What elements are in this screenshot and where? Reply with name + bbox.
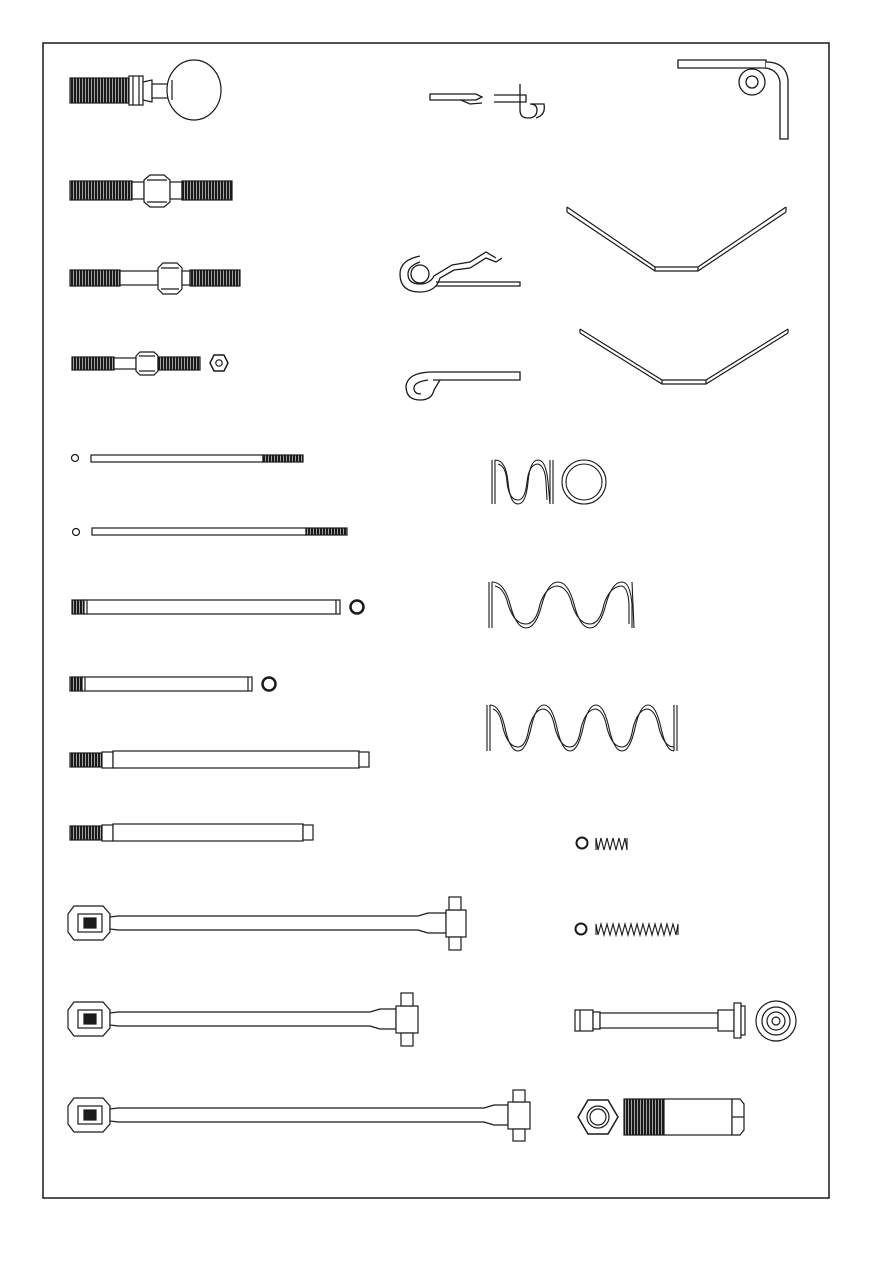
dogbone-driveshaft-3 — [68, 1090, 530, 1141]
anti-roll-bar-wide — [567, 207, 786, 271]
dogbone-driveshaft-2 — [68, 993, 418, 1046]
nut-and-threaded-sleeve — [578, 1099, 744, 1135]
anti-roll-bar-narrow — [580, 329, 788, 384]
shock-shaft-with-collar — [575, 1001, 796, 1041]
hinge-pin-stepped-2 — [70, 824, 313, 841]
body-clip-large — [400, 252, 520, 292]
threaded-rod-long — [72, 455, 304, 463]
small-spring-short — [577, 838, 628, 851]
spring-short — [492, 460, 606, 504]
hinge-pin-stepped-1 — [70, 751, 369, 768]
turnbuckle-medium — [70, 263, 240, 294]
hinge-pin-with-e-clip-1 — [72, 600, 364, 614]
bent-wire-hook — [678, 60, 788, 139]
small-spring-long — [576, 924, 679, 936]
ball-stud-threaded — [70, 60, 221, 120]
hinge-pin-with-e-clip-2 — [70, 677, 276, 691]
turnbuckle-long — [70, 175, 232, 207]
dogbone-driveshaft-1 — [68, 897, 466, 950]
turnbuckle-short-with-nut — [72, 352, 228, 375]
threaded-rod-longer — [73, 528, 348, 536]
body-clip-small — [406, 372, 520, 400]
spring-long — [487, 705, 677, 751]
wire-clips — [430, 84, 544, 118]
spring-medium — [489, 582, 634, 628]
